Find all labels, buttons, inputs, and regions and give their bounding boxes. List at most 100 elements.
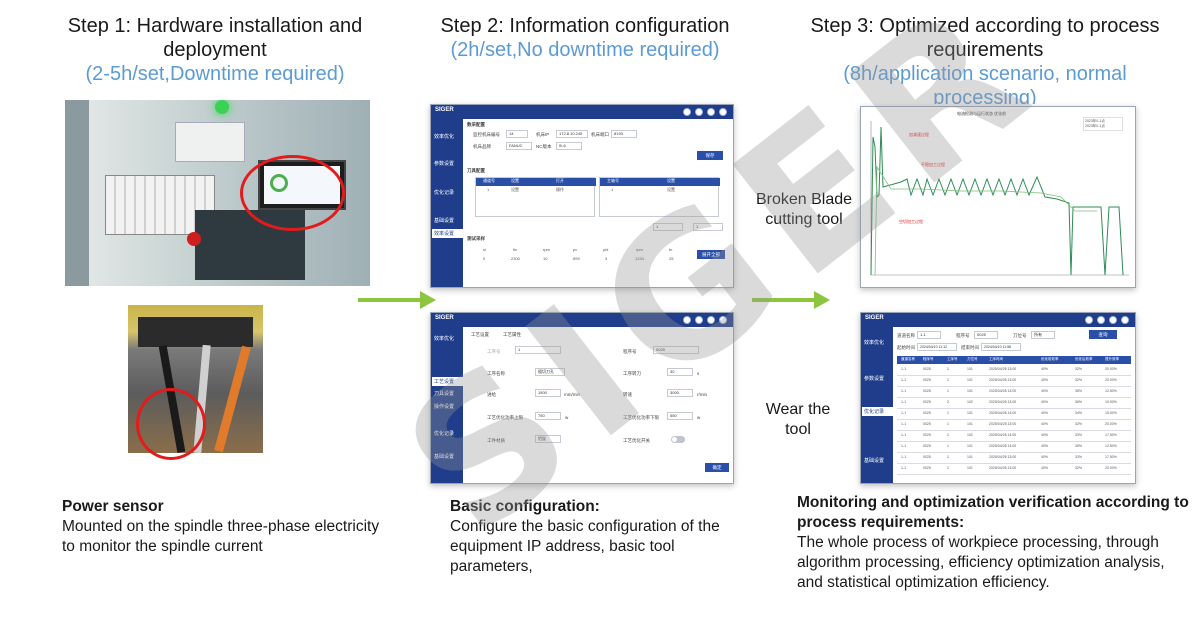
material-field[interactable]: 铝锭 xyxy=(535,435,561,443)
table-cell: 1-1 xyxy=(901,466,907,470)
user-icon[interactable] xyxy=(683,108,691,116)
nav-records[interactable]: 优化记录 xyxy=(434,190,455,196)
machine-ip-field[interactable]: 172.8.10.245 xyxy=(556,130,588,138)
arrow-step2-to-step3 xyxy=(752,291,830,309)
test-head-0: sl xyxy=(483,247,486,252)
close-icon[interactable] xyxy=(719,108,727,116)
brand-select[interactable]: FANUC xyxy=(506,142,532,150)
nav-basic[interactable]: 基础设置 xyxy=(434,454,455,460)
query-button[interactable]: 查询 xyxy=(1089,330,1117,339)
nc-version-select[interactable]: 0i-6 xyxy=(556,142,582,150)
step3-title: Step 3: Optimized according to process r… xyxy=(810,14,1160,104)
records-head-cell: 程序号 xyxy=(923,357,934,361)
nav-basic[interactable]: 基础设置 xyxy=(434,218,455,224)
chart-legend: 2023年0-1点 2023年0-1点 xyxy=(1083,117,1123,131)
records-head-cell: 工序号 xyxy=(947,357,958,361)
sensor-highlight-ring xyxy=(136,388,206,460)
nav-params[interactable]: 参数设置 xyxy=(434,161,455,167)
nav-tool[interactable]: 刀具设置 xyxy=(434,391,455,397)
tab-process-props[interactable]: 工艺属性 xyxy=(503,332,521,337)
help-icon[interactable] xyxy=(707,316,715,324)
nav-basic[interactable]: 基础设置 xyxy=(864,458,885,464)
step1-heading: Step 1: Hardware installation and deploy… xyxy=(67,15,363,61)
basic-config-caption: Basic configuration: Configure the basic… xyxy=(450,497,745,577)
nav-efficiency-settings[interactable]: 效率设置 xyxy=(432,229,463,238)
table-cell: 2025/04/28 13:00 xyxy=(989,367,1017,371)
process-name-field[interactable]: 粗切刀孔 xyxy=(535,368,565,376)
table-cell: 32% xyxy=(1075,378,1083,382)
table-cell: 32% xyxy=(1075,367,1083,371)
program-no-field[interactable]: 0025 xyxy=(653,346,699,354)
nav-params[interactable]: 参数设置 xyxy=(864,376,885,382)
table-cell: 1 xyxy=(947,367,949,371)
dropdown-b[interactable]: 1 xyxy=(693,223,723,231)
confirm-button[interactable]: 确定 xyxy=(705,463,729,472)
filter-program-select[interactable]: 0025 xyxy=(974,331,998,339)
table-cell: 40% xyxy=(1041,378,1049,382)
close-icon[interactable] xyxy=(719,316,727,324)
help-icon[interactable] xyxy=(707,108,715,116)
process-no-field[interactable]: 1 xyxy=(515,346,561,354)
settings-icon[interactable] xyxy=(695,316,703,324)
machine-no-field[interactable]: 14 xyxy=(506,130,528,138)
test-val-6: 25 xyxy=(669,256,674,261)
nav-records[interactable]: 优化记录 xyxy=(434,431,455,437)
expand-all-button[interactable]: 展开全部 xyxy=(697,250,725,259)
annot-accel: 加减速过程 xyxy=(909,132,929,137)
nav-operation[interactable]: 操作设置 xyxy=(434,404,455,410)
records-head-cell: 道道名称 xyxy=(901,357,915,361)
table-cell: 40% xyxy=(1041,466,1049,470)
machine-port-field[interactable]: 8193 xyxy=(611,130,637,138)
end-time-field[interactable]: 2024/04/10 11:58 xyxy=(981,343,1021,351)
tool-change-field[interactable]: 30 xyxy=(667,368,693,376)
broken-blade-label: Broken Blade cutting tool xyxy=(755,191,853,228)
close-icon[interactable] xyxy=(1121,316,1129,324)
process-screen: SIGER 效率优化 工艺设置 刀具设置 操作设置 优化记录 基础设置 工艺设置… xyxy=(430,312,734,484)
table-cell: 101 xyxy=(967,367,973,371)
user-icon[interactable] xyxy=(1085,316,1093,324)
table-cell: 1 xyxy=(947,455,949,459)
nav-efficiency[interactable]: 效率优化 xyxy=(864,340,885,346)
tool-head-set: 设置 xyxy=(511,178,519,183)
power-sensor-body: Mounted on the spindle three-phase elect… xyxy=(62,518,380,555)
nav-efficiency[interactable]: 效率优化 xyxy=(434,336,455,342)
speed-field[interactable]: 3000 xyxy=(667,389,693,397)
tool-row-channel: 1 xyxy=(487,187,490,192)
table-cell: 2025/04/28 13:00 xyxy=(989,444,1017,448)
label-nc-version: NC版本 xyxy=(536,144,552,149)
spindle-row-set[interactable]: 设置 xyxy=(667,187,675,192)
tool-row-set[interactable]: 设置 xyxy=(511,187,519,192)
optimize-toggle[interactable] xyxy=(671,436,685,443)
feed-field[interactable]: 1500 xyxy=(535,389,561,397)
nav-process[interactable]: 工艺设置 xyxy=(432,377,463,386)
settings-icon[interactable] xyxy=(1097,316,1105,324)
dropdown-a[interactable]: 1 xyxy=(653,223,683,231)
table-cell: 40% xyxy=(1041,367,1049,371)
cabinet-frame xyxy=(65,100,89,286)
table-cell: 1-1 xyxy=(901,422,907,426)
save-button[interactable]: 保存 xyxy=(697,151,723,160)
table-cell: 101 xyxy=(967,411,973,415)
table-row-divider xyxy=(897,375,1131,376)
test-val-3: 899 xyxy=(573,256,580,261)
power-lower-field[interactable]: 550 xyxy=(667,412,693,420)
records-window-controls xyxy=(1081,316,1129,326)
user-icon[interactable] xyxy=(683,316,691,324)
settings-icon[interactable] xyxy=(695,108,703,116)
table-cell: 101 xyxy=(967,378,973,382)
help-icon[interactable] xyxy=(1109,316,1117,324)
table-cell: 12.50% xyxy=(1105,444,1117,448)
table-cell: 102 xyxy=(967,400,973,404)
tool-head-open: 打开 xyxy=(556,178,564,183)
tab-process-settings[interactable]: 工艺设置 xyxy=(471,332,489,337)
table-cell: 101 xyxy=(967,422,973,426)
tool-row-op[interactable]: 操作 xyxy=(556,187,564,192)
filter-channel-select[interactable]: 1-1 xyxy=(917,331,941,339)
power-upper-field[interactable]: 750 xyxy=(535,412,561,420)
start-time-field[interactable]: 2024/04/10 11:12 xyxy=(917,343,957,351)
filter-tool-select[interactable]: 所有 xyxy=(1031,331,1055,339)
efficiency-records-screen: SIGER 效率优化 参数设置 优化记录 基础设置 道道名称 1-1 程序号 0… xyxy=(860,312,1136,484)
table-cell: 35% xyxy=(1075,389,1083,393)
nav-records[interactable]: 优化记录 xyxy=(862,407,893,416)
nav-efficiency[interactable]: 效率优化 xyxy=(434,134,455,140)
